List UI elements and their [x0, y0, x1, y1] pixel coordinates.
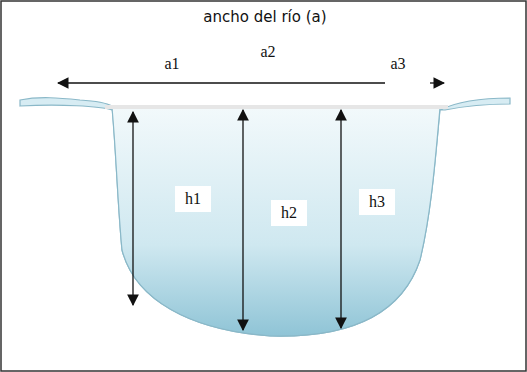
width-part-label: a2 — [260, 43, 275, 61]
depth-arrow — [340, 110, 341, 328]
river-banks — [20, 98, 510, 336]
diagram-title: ancho del río (a) — [203, 8, 326, 26]
depth-arrow — [132, 112, 133, 305]
depth-label: h1 — [175, 186, 211, 212]
river-water — [112, 108, 440, 336]
width-arrow-tip — [430, 82, 444, 83]
depth-label: h2 — [271, 200, 307, 226]
depth-label: h3 — [359, 189, 395, 215]
width-part-label: a1 — [164, 55, 179, 73]
width-arrow — [58, 82, 385, 83]
width-part-label: a3 — [390, 55, 405, 73]
depth-arrow — [242, 110, 243, 330]
water-surface — [105, 105, 448, 109]
